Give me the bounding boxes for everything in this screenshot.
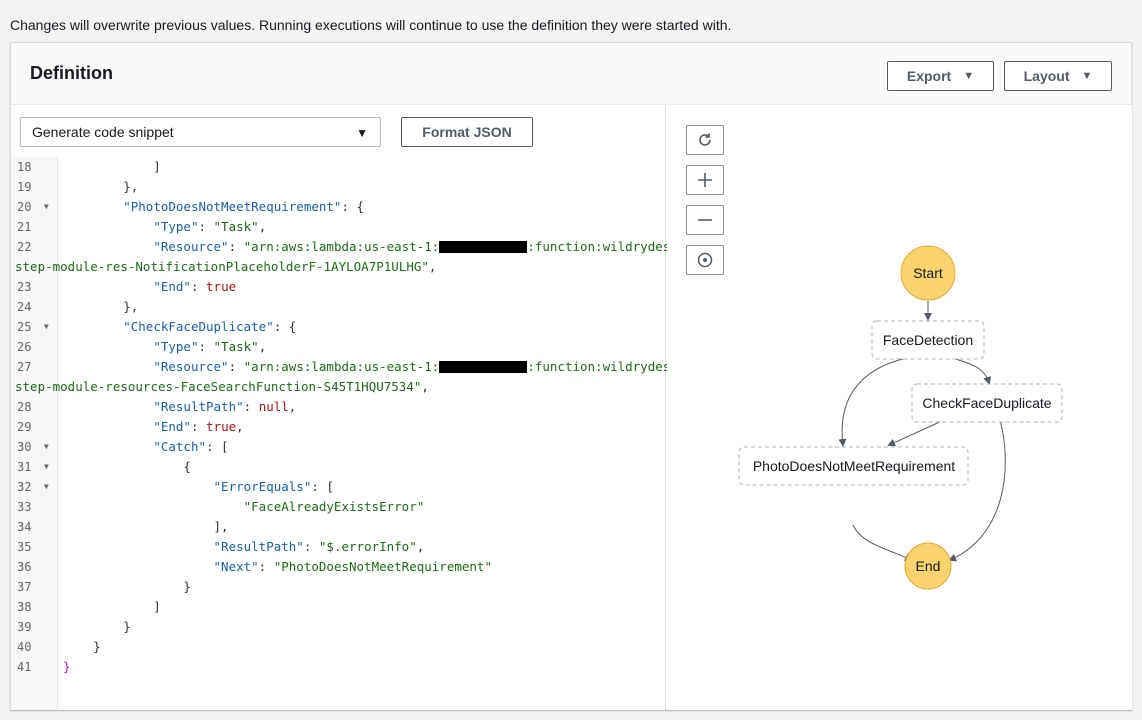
code-line: "Resource": "arn:aws:lambda:us-east-1::f… (153, 359, 678, 374)
code-line: { (63, 459, 191, 474)
export-label: Export (906, 68, 952, 84)
code-line: }, (63, 179, 139, 194)
center-icon (697, 252, 713, 268)
panel-title: Definition (30, 63, 113, 83)
snippet-select[interactable]: Generate code snippet ▼ (20, 117, 381, 147)
edge-facedetection-photo (838, 357, 908, 447)
code-line: }, (63, 299, 139, 314)
svg-text:CheckFaceDuplicate: CheckFaceDuplicate (922, 395, 1051, 411)
code-line: } (63, 639, 101, 654)
code-line: "ResultPath": "$.errorInfo", (213, 539, 425, 554)
node-photo-does-not-meet-requirement[interactable]: PhotoDoesNotMeetRequirement (738, 446, 969, 486)
code-line: "Type": "Task", (153, 219, 267, 234)
code-line-wrap: step-module-res-NotificationPlaceholderF… (15, 259, 437, 274)
fold-toggle-icon[interactable]: ▼ (44, 442, 49, 451)
code-line: } (63, 619, 131, 634)
snippet-select-value: Generate code snippet (32, 124, 174, 140)
line-gutter (11, 157, 58, 710)
code-line: "End": true (153, 279, 237, 294)
fold-toggle-icon[interactable]: ▼ (44, 322, 49, 331)
code-line: "ResultPath": null, (153, 399, 297, 414)
edge-photo-end (852, 524, 913, 561)
code-line: "Catch": [ (153, 439, 229, 454)
zoom-in-button[interactable] (686, 165, 724, 195)
code-line: } (63, 579, 191, 594)
export-button[interactable]: Export ▼ (887, 61, 994, 91)
zoom-out-icon (698, 219, 712, 221)
svg-text:PhotoDoesNotMeetRequirement: PhotoDoesNotMeetRequirement (753, 458, 955, 474)
node-check-face-duplicate[interactable]: CheckFaceDuplicate (911, 383, 1063, 423)
zoom-out-button[interactable] (686, 205, 724, 235)
caret-down-icon: ▼ (356, 126, 368, 140)
node-start[interactable]: Start (900, 245, 956, 301)
code-line: } (63, 659, 71, 674)
node-end-label: End (916, 558, 941, 574)
code-line: "Type": "Task", (153, 339, 267, 354)
code-line: "ErrorEquals": [ (213, 479, 334, 494)
edge-checkface-end (948, 419, 1006, 562)
fold-toggle-icon[interactable]: ▼ (44, 462, 49, 471)
layout-label: Layout (1023, 68, 1070, 84)
code-line: "Resource": "arn:aws:lambda:us-east-1::f… (153, 239, 678, 254)
node-face-detection[interactable]: FaceDetection (871, 320, 985, 360)
state-machine-graph: Start FaceDetection CheckFaceDuplicate P… (738, 245, 1063, 590)
code-line: "PhotoDoesNotMeetRequirement": { (123, 199, 365, 214)
svg-text:Start: Start (913, 265, 943, 281)
panel-header: Definition Export ▼ Layout ▼ (11, 43, 1131, 105)
code-line: "Next": "PhotoDoesNotMeetRequirement" (213, 559, 492, 574)
center-button[interactable] (686, 245, 724, 275)
graph-pane: Start FaceDetection CheckFaceDuplicate P… (667, 105, 1132, 710)
redacted-account-id (439, 360, 528, 373)
svg-text:FaceDetection: FaceDetection (883, 332, 973, 348)
fold-toggle-icon[interactable]: ▼ (44, 202, 49, 211)
fold-toggle-icon[interactable]: ▼ (44, 482, 49, 491)
layout-button[interactable]: Layout ▼ (1004, 61, 1112, 91)
refresh-icon (699, 133, 711, 146)
caret-down-icon: ▼ (963, 70, 975, 82)
code-line: ] (63, 599, 161, 614)
caret-down-icon: ▼ (1081, 70, 1093, 82)
code-line: "FaceAlreadyExistsError" (243, 499, 425, 514)
refresh-button[interactable] (686, 125, 724, 155)
code-line: "CheckFaceDuplicate": { (123, 319, 297, 334)
code-line: ], (63, 519, 229, 534)
redacted-account-id (439, 240, 528, 253)
code-line: ] (63, 159, 161, 174)
edge-checkface-photo (887, 419, 945, 447)
definition-panel: Definition Export ▼ Layout ▼ Generate co… (10, 42, 1132, 710)
format-json-button[interactable]: Format JSON (401, 117, 533, 147)
node-end[interactable]: End (904, 542, 952, 590)
edge-facedetection-checkface (951, 357, 992, 385)
overwrite-notice: Changes will overwrite previous values. … (10, 17, 732, 33)
zoom-in-icon (698, 173, 712, 187)
code-line: "End": true, (153, 419, 244, 434)
code-line-wrap: step-module-resources-FaceSearchFunction… (15, 379, 429, 394)
